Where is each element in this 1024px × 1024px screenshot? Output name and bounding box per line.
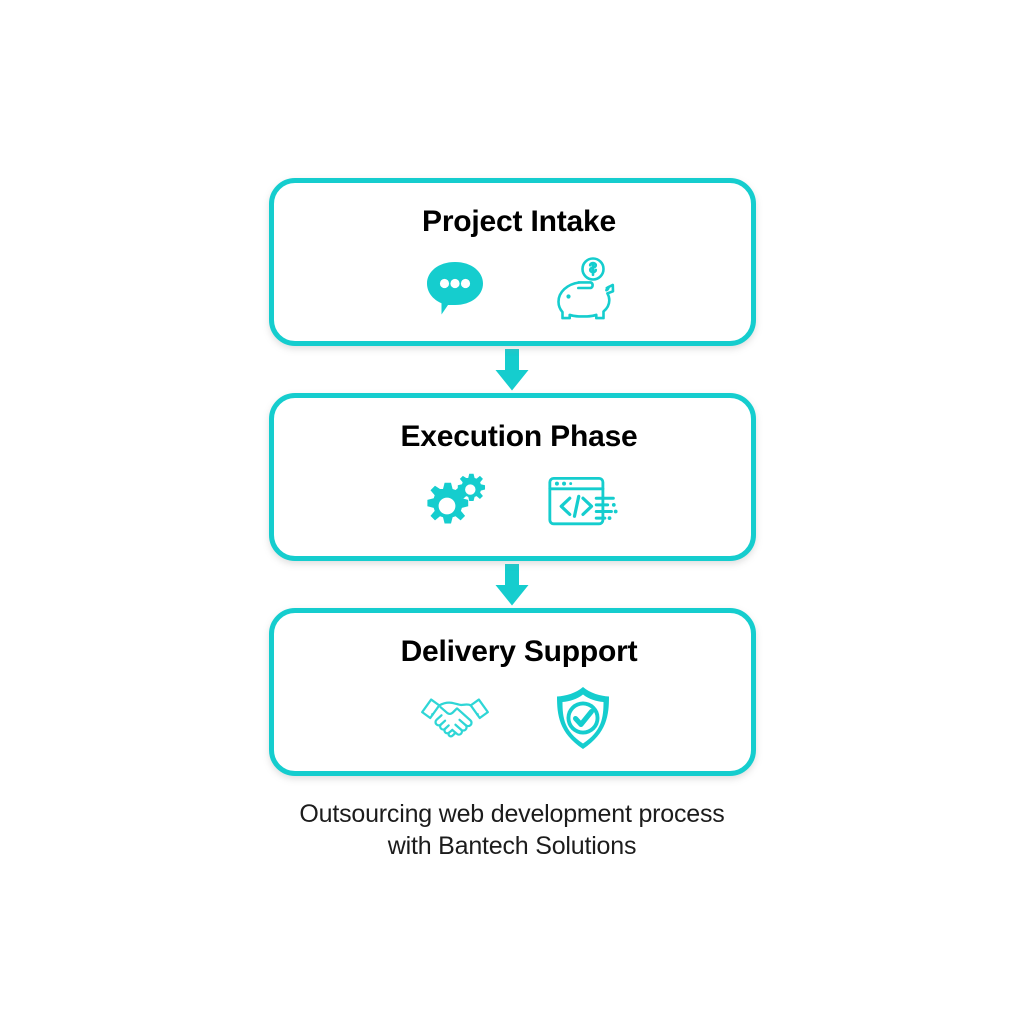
gears-icon [419, 470, 491, 536]
stage-icon-row [419, 470, 619, 536]
stage-title: Execution Phase [400, 420, 638, 453]
piggy-bank-icon [547, 255, 619, 321]
stage-title: Project Intake [422, 205, 616, 238]
caption-line-1: Outsourcing web development process [299, 800, 725, 828]
chat-bubble-icon [419, 255, 491, 321]
down-arrow-icon [489, 561, 535, 608]
diagram-caption: Outsourcing web development process with… [299, 798, 724, 862]
shield-check-icon [547, 685, 619, 751]
stage-icon-row [419, 255, 619, 321]
stage-card-execution-phase[interactable]: Execution Phase [268, 393, 756, 561]
stage-card-delivery-support[interactable]: Delivery Support [268, 608, 756, 776]
stage-card-project-intake[interactable]: Project Intake [268, 178, 756, 346]
code-window-icon [547, 470, 619, 536]
stage-list: Project Intake [268, 178, 756, 776]
caption-line-2: with Bantech Solutions [387, 832, 637, 860]
down-arrow-icon [489, 346, 535, 393]
stage-icon-row [419, 685, 619, 751]
handshake-icon [419, 685, 491, 751]
stage-title: Delivery Support [400, 635, 638, 668]
